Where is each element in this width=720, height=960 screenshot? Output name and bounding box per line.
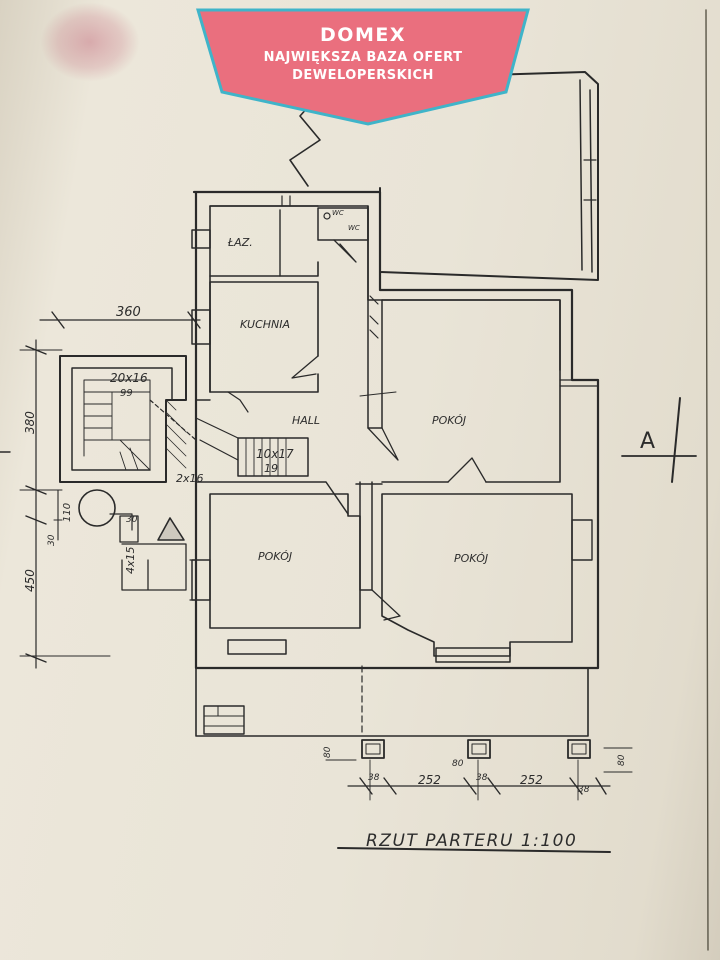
- room-sw-walls: [209, 493, 361, 629]
- banner-shape: [196, 8, 530, 126]
- outer-wall: [192, 190, 600, 670]
- stair-entry: 2x16: [176, 472, 204, 485]
- dim-height-b: 110: [62, 503, 73, 522]
- dim-small-b: 30: [126, 515, 138, 525]
- domex-banner[interactable]: DOMEX NAJWIĘKSZA BAZA OFERT DEWELOPERSKI…: [196, 8, 530, 126]
- dim-bottom-small-b: 38: [476, 773, 488, 783]
- ink-stamp: [40, 2, 140, 82]
- stair-lower-spec: 10x17: [256, 447, 294, 461]
- banner-brand: DOMEX: [320, 24, 406, 46]
- kitchen-walls: [209, 281, 319, 393]
- room-label-wc-a: WC: [332, 209, 344, 217]
- room-label-room-sw: POKÓJ: [258, 550, 292, 563]
- stair-lower-num: 19: [264, 462, 278, 475]
- dim-bottom-a: 252: [418, 773, 441, 787]
- dim-bottom-small-a: 38: [368, 773, 380, 783]
- room-ne-walls: [381, 299, 561, 483]
- terrace: [195, 667, 589, 737]
- room-label-bath: ŁAZ.: [227, 236, 253, 249]
- room-label-kitchen: KUCHNIA: [240, 318, 290, 331]
- dim-left-80: 80: [323, 746, 333, 758]
- dim-height-c: 450: [23, 569, 37, 592]
- dim-right-80: 80: [617, 754, 627, 766]
- dim-small-a: 30: [47, 534, 57, 546]
- bathroom-walls: [209, 205, 319, 277]
- room-label-hall: HALL: [292, 414, 320, 427]
- banner-tagline-1: NAJWIĘKSZA BAZA OFERT: [263, 50, 463, 65]
- dim-bottom-b: 252: [520, 773, 543, 787]
- stair-landing: 4x15: [124, 546, 137, 574]
- banner-tagline-2: DEWELOPERSKICH: [292, 68, 434, 83]
- dim-height-a: 380: [23, 411, 37, 434]
- dim-mid-80: 80: [452, 759, 464, 769]
- stair-upper-num: 99: [120, 388, 133, 399]
- room-label-wc-b: WC: [348, 224, 360, 232]
- dim-width-top: 360: [116, 305, 141, 320]
- room-se-walls: [381, 493, 573, 657]
- room-label-room-se: POKÓJ: [454, 552, 488, 565]
- room-label-room-ne: POKÓJ: [432, 414, 466, 427]
- dim-bottom-small-c: 38: [578, 785, 590, 795]
- section-mark: A: [640, 429, 655, 454]
- drawing-title: RZUT PARTERU 1:100: [366, 831, 577, 851]
- stair-upper-spec: 20x16: [110, 371, 148, 385]
